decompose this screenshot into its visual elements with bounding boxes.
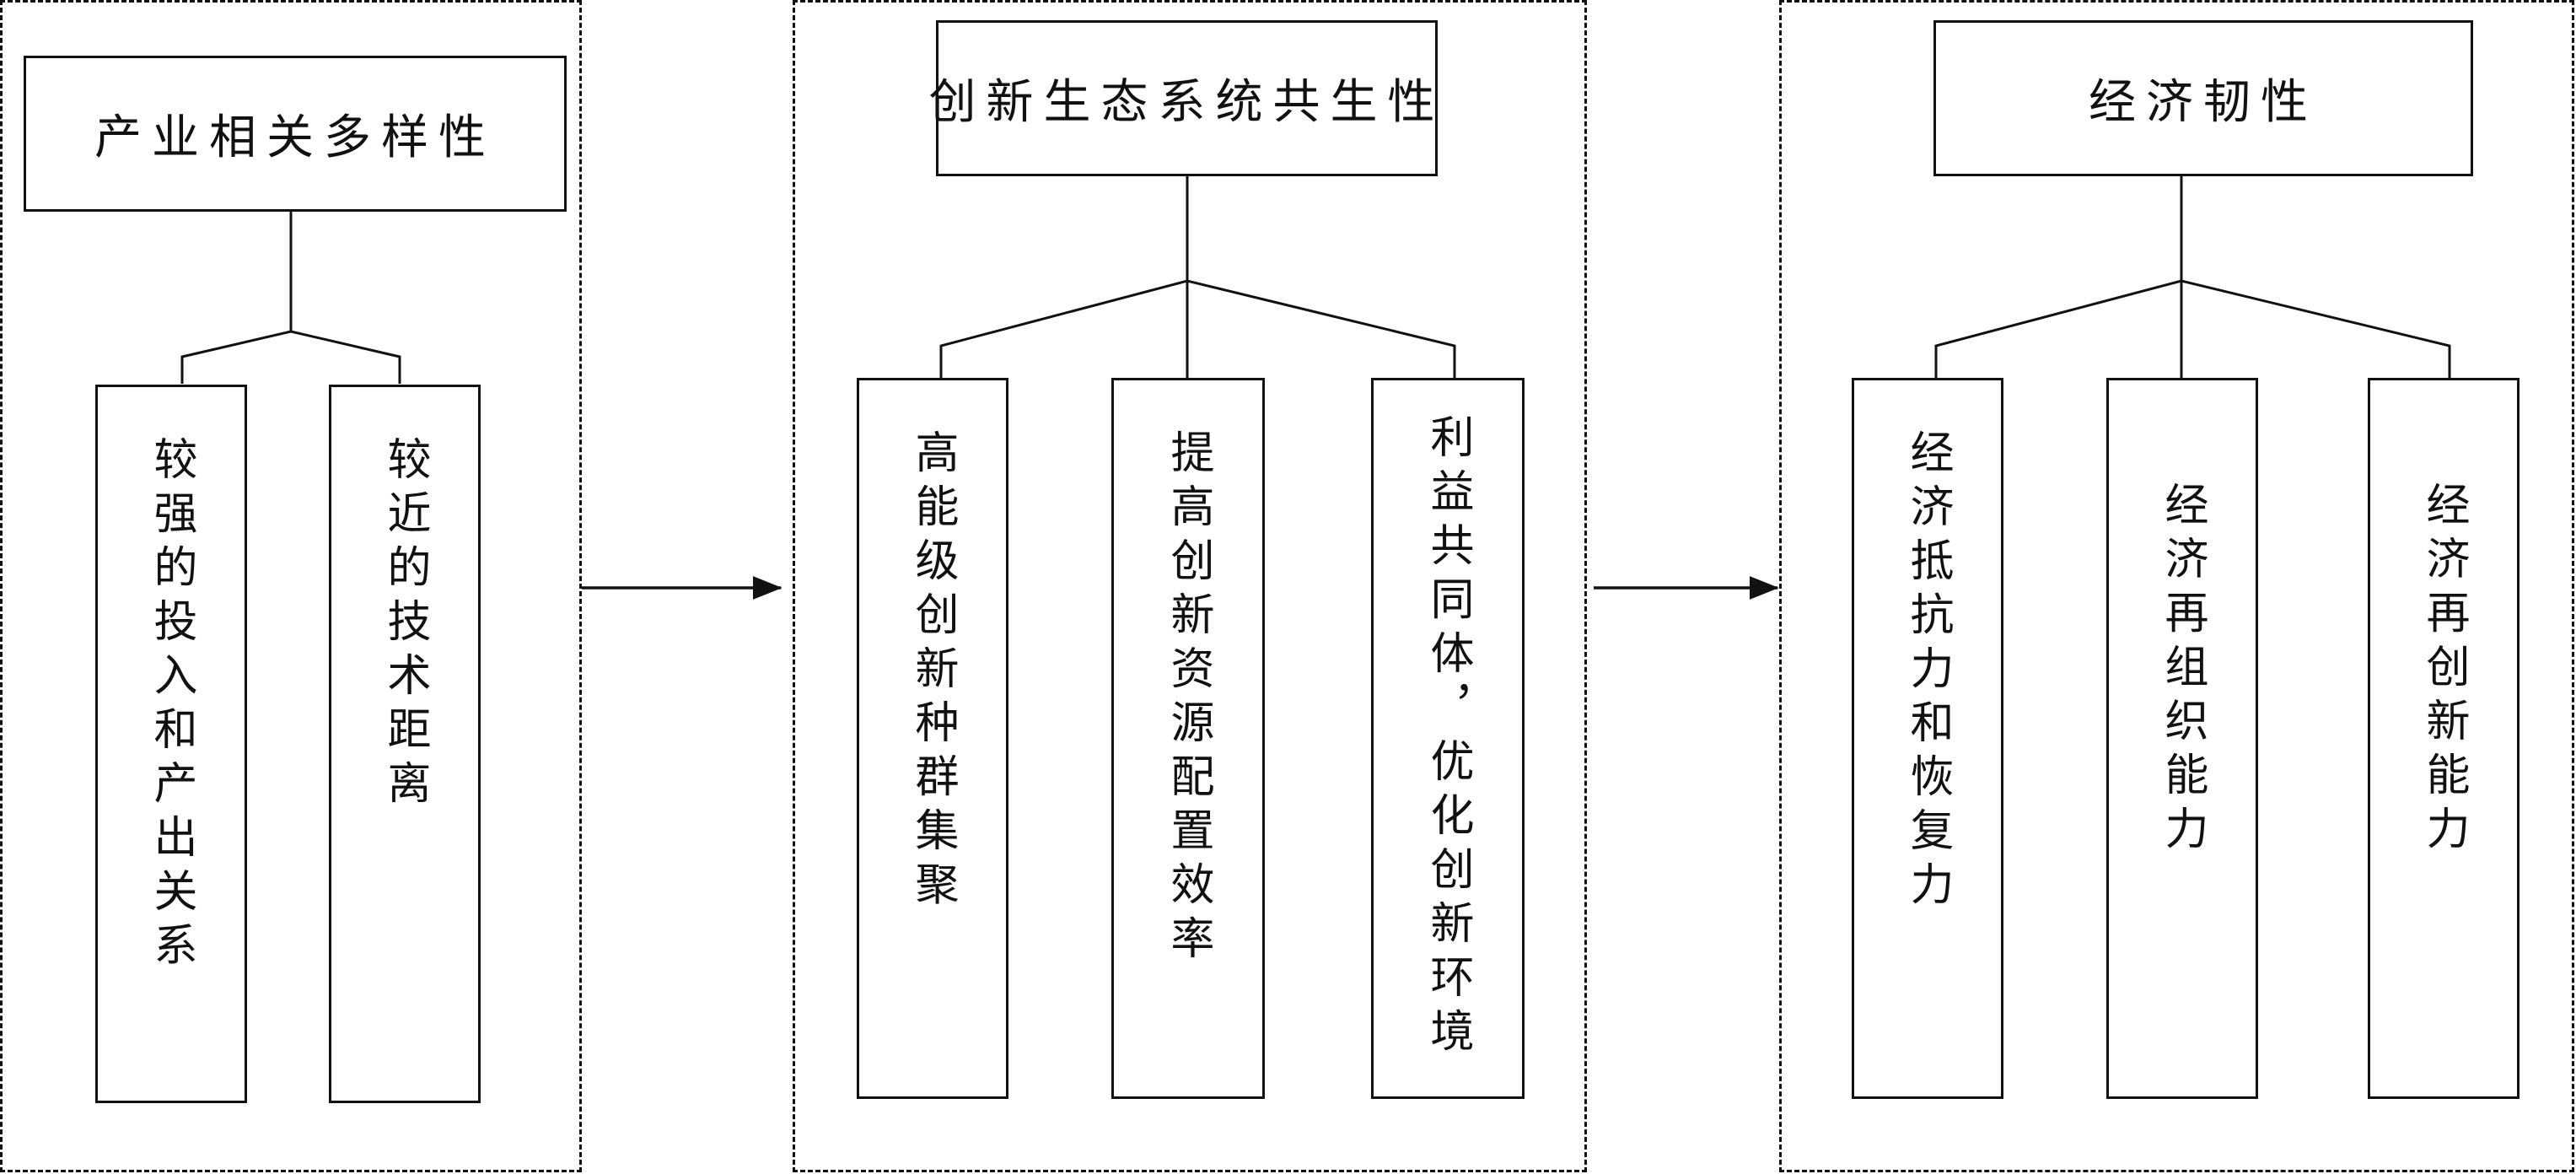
group-2-child-3: 利益共同体，优化创新环境 xyxy=(1371,378,1525,1099)
group-economic-resilience xyxy=(1779,0,2574,1172)
group-1-title: 产业相关多样性 xyxy=(94,110,496,165)
group-2-title-box: 创新生态系统共生性 xyxy=(929,20,1438,176)
group-industry-diversity xyxy=(0,0,582,1172)
group-1-child-1-label: 较强的投入和产出关系 xyxy=(146,436,196,976)
group-2-child-3-label: 利益共同体，优化创新环境 xyxy=(1422,414,1473,1062)
group-2-child-1-label: 高能级创新种群集聚 xyxy=(907,429,958,915)
group-3-title: 经济韧性 xyxy=(2089,75,2318,130)
group-2-child-1: 高能级创新种群集聚 xyxy=(857,378,1008,1099)
group-3-child-2-label: 经济再组织能力 xyxy=(2157,482,2208,859)
group-3-child-1-label: 经济抵抗力和恢复力 xyxy=(1902,429,1953,915)
group-1-child-2: 较近的技术距离 xyxy=(329,385,481,1103)
group-3-title-box: 经济韧性 xyxy=(1933,20,2473,176)
group-2-child-2: 提高创新资源配置效率 xyxy=(1111,378,1265,1099)
group-1-title-box: 产业相关多样性 xyxy=(24,56,567,212)
group-1-child-1: 较强的投入和产出关系 xyxy=(95,385,247,1103)
group-3-child-1: 经济抵抗力和恢复力 xyxy=(1852,378,2003,1099)
group-innovation-ecosystem xyxy=(793,0,1587,1172)
group-1-child-2-label: 较近的技术距离 xyxy=(379,436,430,814)
group-2-child-2-label: 提高创新资源配置效率 xyxy=(1163,429,1213,969)
group-3-child-3: 经济再创新能力 xyxy=(2368,378,2520,1099)
group-3-child-2: 经济再组织能力 xyxy=(2106,378,2258,1099)
group-2-title: 创新生态系统共生性 xyxy=(928,75,1445,130)
group-3-child-3-label: 经济再创新能力 xyxy=(2418,482,2469,859)
